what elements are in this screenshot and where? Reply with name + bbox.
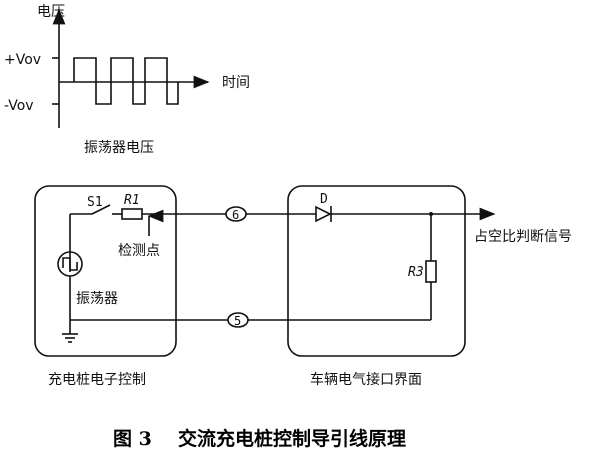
waveform-x-axis-label: 时间 — [222, 75, 250, 91]
vehicle-interface-box — [287, 185, 466, 357]
pin-5-label: 5 — [234, 314, 241, 328]
pin-6-label: 6 — [232, 208, 239, 222]
figure-number: 图 3 — [113, 428, 152, 450]
ground-icon — [62, 276, 78, 343]
vehicle-interface-box-title: 车辆电气接口界面 — [310, 371, 422, 388]
diode-d-label: D — [320, 192, 328, 207]
switch-s1 — [69, 204, 122, 272]
waveform-title: 振荡器电压 — [84, 140, 154, 156]
switch-s1-label: S1 — [87, 195, 103, 210]
charger-control-box — [34, 185, 177, 357]
figure-title: 交流充电桩控制导引线原理 — [178, 427, 406, 450]
waveform-y-axis-label: 电压 — [37, 4, 65, 20]
resistor-r1 — [121, 208, 143, 220]
pos-level-label: +Vov — [4, 52, 41, 68]
oscillator-label: 振荡器 — [76, 291, 118, 307]
output-signal-label: 占空比判断信号 — [474, 229, 572, 245]
resistor-r1-label: R1 — [124, 193, 140, 208]
charger-control-box-title: 充电桩电子控制 — [48, 371, 146, 388]
detect-point-label: 检测点 — [118, 243, 160, 259]
neg-level-label: -Vov — [4, 98, 34, 114]
diode-d — [315, 205, 332, 223]
waveform-plot: 电压 +Vov -Vov 时间 振荡器电压 — [4, 4, 250, 156]
resistor-r3 — [425, 260, 437, 283]
square-wave — [73, 57, 179, 105]
resistor-r3-label: R3 — [408, 265, 424, 280]
